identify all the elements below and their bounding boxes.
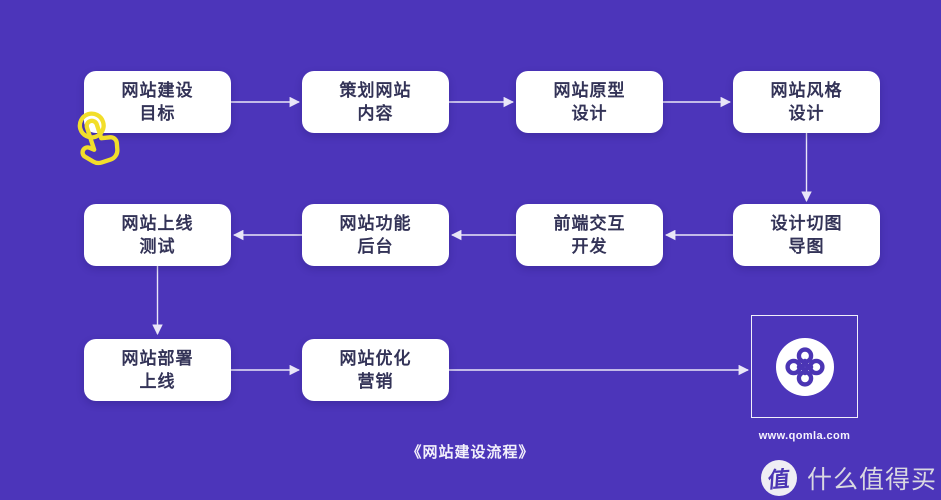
flow-node-slice: 设计切图 导图 <box>733 204 880 266</box>
flow-node-label: 网站上线 测试 <box>121 214 194 256</box>
flow-node-label: 网站风格 设计 <box>770 81 843 123</box>
flow-node-deploy: 网站部署 上线 <box>84 339 231 401</box>
flow-node-label: 网站功能 后台 <box>339 214 412 256</box>
flow-node-plan: 策划网站 内容 <box>302 71 449 133</box>
tap-ripple-circle <box>77 111 106 140</box>
qomla-logo-box <box>751 315 858 418</box>
flow-node-frontend: 前端交互 开发 <box>516 204 663 266</box>
flow-node-label: 网站建设 目标 <box>121 81 194 123</box>
flow-node-backend: 网站功能 后台 <box>302 204 449 266</box>
smzdm-watermark: 值 什么值得买 <box>760 460 937 496</box>
flow-node-online-test: 网站上线 测试 <box>84 204 231 266</box>
tap-hand-outline <box>80 118 120 166</box>
flow-node-goal: 网站建设 目标 <box>84 71 231 133</box>
smzdm-watermark-text: 什么值得买 <box>806 466 937 494</box>
flow-node-prototype: 网站原型 设计 <box>516 71 663 133</box>
flow-node-label: 前端交互 开发 <box>553 214 626 256</box>
flow-node-label: 网站优化 营销 <box>339 349 412 391</box>
tap-hand-icon <box>77 111 120 166</box>
smzdm-zhi-badge-icon: 值 <box>760 460 797 496</box>
flow-node-label: 设计切图 导图 <box>770 214 843 256</box>
badge-character: 值 <box>766 466 791 493</box>
flow-node-label: 策划网站 内容 <box>339 81 412 123</box>
flow-node-style: 网站风格 设计 <box>733 71 880 133</box>
diagram-caption: 《网站建设流程》 <box>406 444 535 461</box>
qomla-clover-icon <box>775 337 834 396</box>
flow-node-marketing: 网站优化 营销 <box>302 339 449 401</box>
flow-node-label: 网站部署 上线 <box>121 349 194 391</box>
logo-website-url: www.qomla.com <box>758 430 851 442</box>
flow-node-label: 网站原型 设计 <box>553 81 626 123</box>
